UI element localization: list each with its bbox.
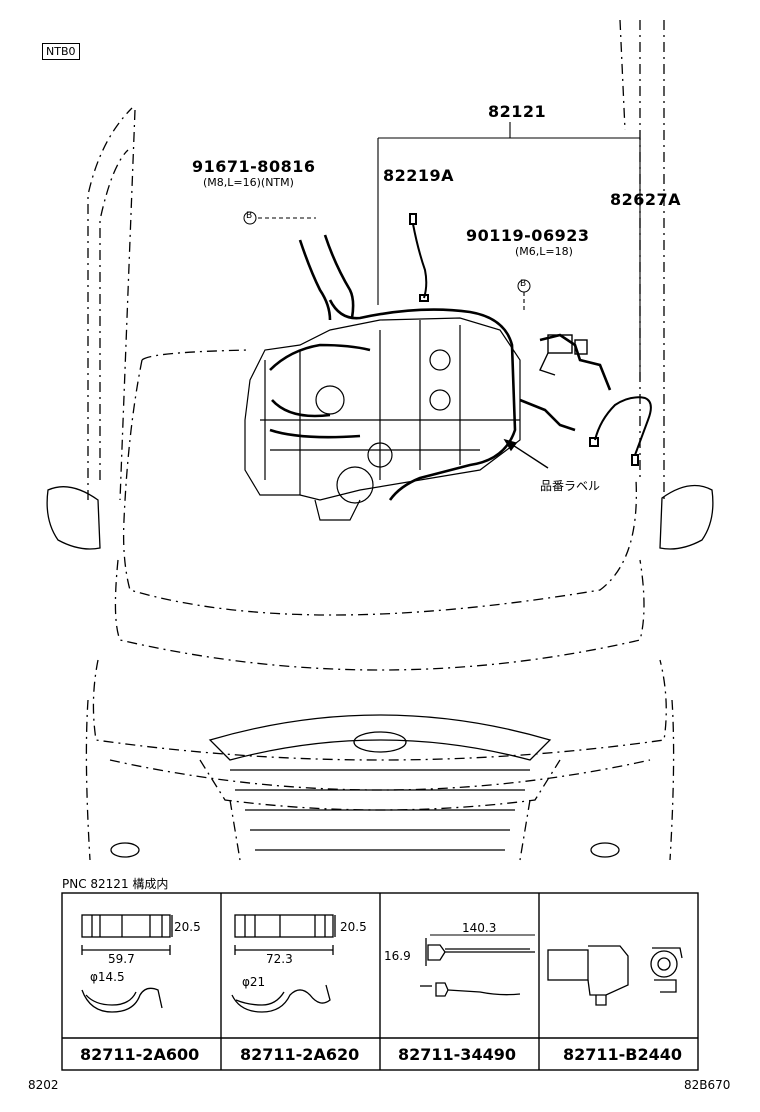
footer-left-code: 8202 (28, 1078, 59, 1092)
wire-harness (269, 234, 612, 501)
cell1-dim-h: 20.5 (174, 920, 201, 934)
fog-lamps (110, 842, 620, 858)
bolt-marker-b2: B (520, 279, 527, 289)
connector-block-right (539, 334, 588, 376)
right-mirror (659, 484, 714, 550)
hood-outline (114, 349, 645, 671)
callout-bolt-b1-part: 91671-80816 (192, 157, 316, 176)
left-mirror (46, 486, 101, 550)
cell3-dim-len: 140.3 (462, 921, 497, 935)
cell2-dim-w: 72.3 (266, 952, 293, 966)
leader-lines (258, 122, 641, 380)
cell1-part-number: 82711-2A600 (80, 1045, 200, 1064)
tie-strap-drawing-34490 (420, 934, 535, 997)
cell3-part-number: 82711-34490 (398, 1045, 516, 1064)
callout-bolt-b2-part: 90119-06923 (466, 226, 590, 245)
callout-sub-82219a: 82219A (383, 166, 455, 185)
cell2-dim-h: 20.5 (340, 920, 367, 934)
clamp-drawing-2a620 (231, 914, 336, 1013)
callout-main-assembly: 82121 (488, 102, 547, 121)
callout-bolt-b1-spec: (M8,L=16)(NTM) (203, 176, 294, 189)
harness-82627a (589, 396, 652, 466)
label-arrow (503, 438, 549, 469)
connector-drawing-b2440 (547, 945, 683, 1006)
grille-outline (208, 714, 552, 851)
windshield-outline (87, 19, 665, 501)
code-badge: NTB0 (42, 43, 80, 60)
cell2-part-number: 82711-2A620 (240, 1045, 360, 1064)
clamp-drawing-2a600 (81, 914, 173, 1013)
callout-sub-82627a: 82627A (610, 190, 682, 209)
sensor-lead-82219a (409, 213, 429, 302)
bolt-marker-b1-circle (243, 211, 257, 225)
cell1-dim-w: 59.7 (108, 952, 135, 966)
callout-bolt-b2-spec: (M6,L=18) (515, 245, 573, 258)
bolt-marker-b2-circle (517, 279, 531, 293)
cell1-dim-d: φ14.5 (90, 970, 125, 984)
parts-table-grid (61, 892, 699, 1071)
cell3-dim-h: 16.9 (384, 949, 411, 963)
table-caption: PNC 82121 構成内 (62, 877, 169, 891)
engine-block (244, 317, 521, 521)
footer-right-code: 82B670 (684, 1078, 731, 1092)
callout-label-note: 品番ラベル (540, 479, 601, 493)
cell2-dim-d: φ21 (242, 975, 266, 989)
cell4-part-number: 82711-B2440 (563, 1045, 683, 1064)
bolt-marker-b1: B (246, 211, 253, 221)
